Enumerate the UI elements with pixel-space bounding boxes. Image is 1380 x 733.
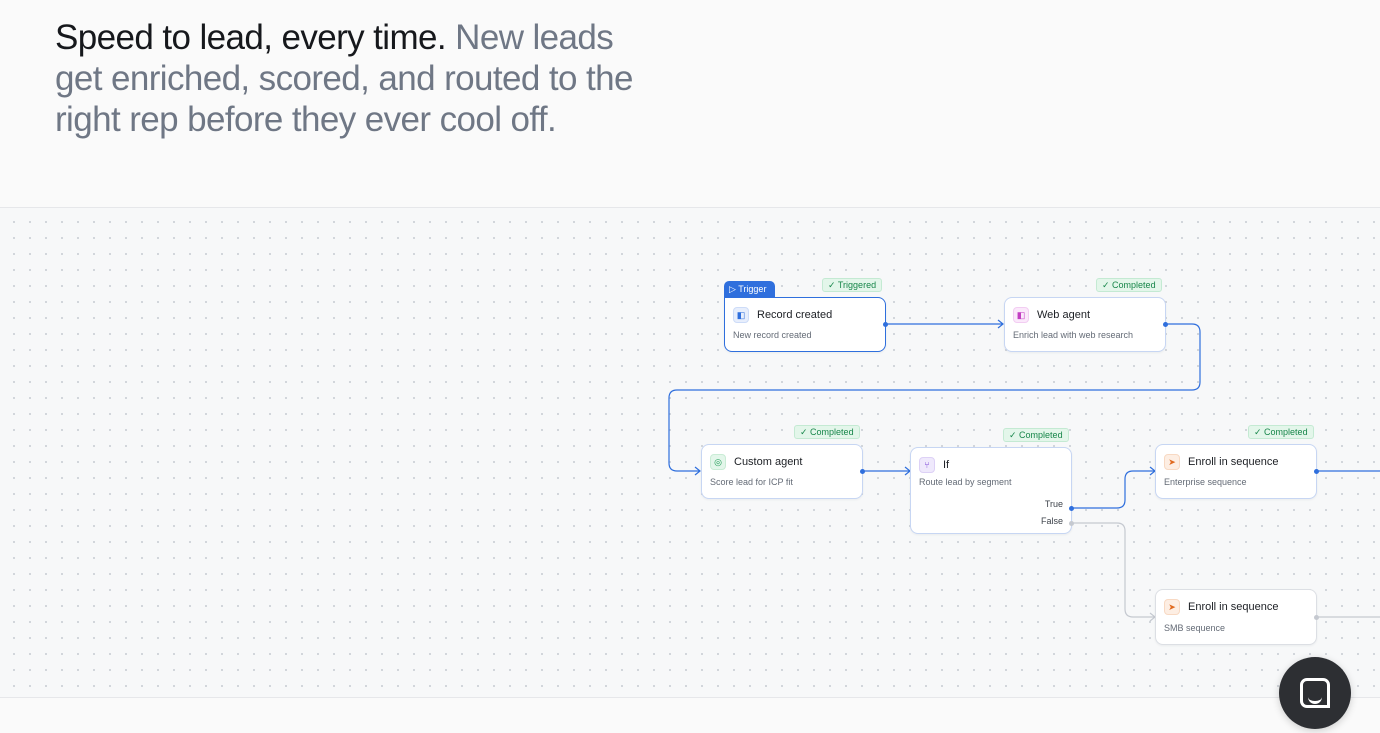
node-subtitle: New record created: [733, 330, 812, 340]
node-custom-agent[interactable]: ◎ Custom agent Score lead for ICP fit: [701, 444, 863, 499]
branch-false-label: False: [1040, 516, 1063, 526]
node-record-created[interactable]: ◧ Record created New record created: [724, 297, 886, 352]
node-web-agent[interactable]: ◧ Web agent Enrich lead with web researc…: [1004, 297, 1166, 352]
hero-rest: New leads get enriched, scored, and rout…: [55, 18, 633, 139]
hero-heading: Speed to lead, every time. New leads get…: [55, 17, 655, 140]
output-port[interactable]: [860, 469, 865, 474]
node-title: Enroll in sequence: [1188, 601, 1279, 613]
record-icon: ◧: [733, 307, 749, 323]
output-port[interactable]: [1163, 322, 1168, 327]
status-badge: ✓ Triggered: [822, 278, 883, 292]
node-title: Web agent: [1037, 309, 1091, 321]
output-port[interactable]: [1314, 615, 1319, 620]
web-agent-icon: ◧: [1013, 307, 1029, 323]
status-badge: ✓ Completed: [1003, 428, 1069, 442]
output-port-false[interactable]: [1069, 521, 1074, 526]
node-subtitle: Score lead for ICP fit: [710, 477, 793, 487]
send-icon: ➤: [1164, 454, 1180, 470]
branch-true-label: True: [1044, 499, 1063, 509]
custom-agent-icon: ◎: [710, 454, 726, 470]
node-if[interactable]: ⑂ If Route lead by segment True False: [910, 447, 1072, 534]
output-port[interactable]: [1314, 469, 1319, 474]
play-icon: ▷: [729, 284, 739, 294]
node-subtitle: SMB sequence: [1164, 623, 1226, 633]
footer-band: [0, 698, 1380, 733]
node-subtitle: Route lead by segment: [919, 477, 1012, 487]
node-title: Custom agent: [734, 456, 803, 468]
hero-lead: Speed to lead, every time.: [55, 18, 447, 57]
status-badge: ✓ Completed: [794, 425, 860, 439]
node-enroll-enterprise[interactable]: ➤ Enroll in sequence Enterprise sequence: [1155, 444, 1317, 499]
chat-icon: [1300, 678, 1330, 708]
branch-icon: ⑂: [919, 457, 935, 473]
check-icon: ✓: [828, 280, 838, 290]
chat-launcher-button[interactable]: [1279, 657, 1351, 729]
check-icon: ✓: [1009, 430, 1020, 440]
node-title: If: [943, 459, 950, 471]
trigger-tag: ▷ Trigger: [724, 281, 775, 298]
node-enroll-smb[interactable]: ➤ Enroll in sequence SMB sequence: [1155, 589, 1317, 645]
check-icon: ✓: [800, 427, 811, 437]
output-port[interactable]: [883, 322, 888, 327]
send-icon: ➤: [1164, 599, 1180, 615]
status-badge: ✓ Completed: [1096, 278, 1162, 292]
check-icon: ✓: [1254, 427, 1265, 437]
node-subtitle: Enrich lead with web research: [1013, 330, 1134, 340]
check-icon: ✓: [1102, 280, 1113, 290]
node-title: Record created: [757, 309, 833, 321]
output-port-true[interactable]: [1069, 506, 1074, 511]
trigger-tag-label: Trigger: [738, 284, 767, 294]
node-title: Enroll in sequence: [1188, 456, 1279, 468]
status-badge: ✓ Completed: [1248, 425, 1314, 439]
node-subtitle: Enterprise sequence: [1164, 477, 1247, 487]
